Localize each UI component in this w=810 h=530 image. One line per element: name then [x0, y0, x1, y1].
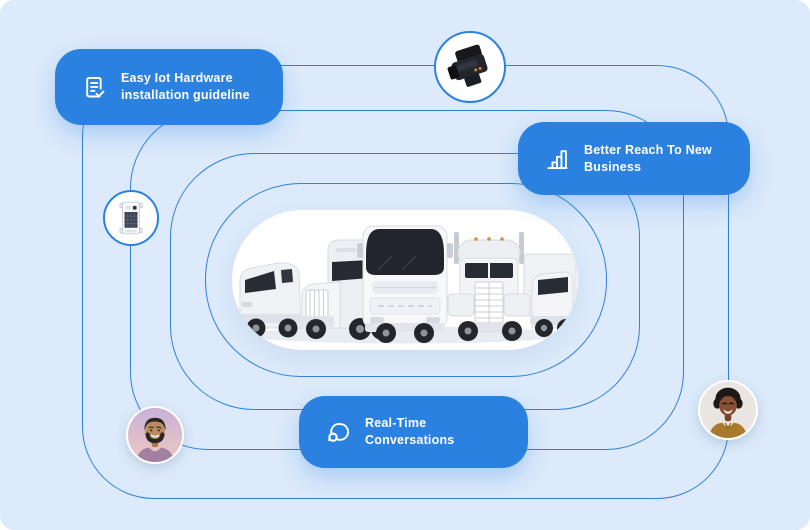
trucks-graphic: [238, 225, 577, 344]
dashcam-icon: [447, 44, 488, 87]
chat-bubbles-icon: [325, 419, 352, 446]
gps-tracker-device: [103, 190, 159, 246]
bar-chart-icon: [544, 145, 571, 172]
man-photo-graphic: [128, 408, 182, 462]
better-reach-badge: Better Reach To New Business: [518, 122, 750, 195]
smiling-woman-avatar: [698, 380, 758, 440]
box-truck-graphic: [523, 253, 577, 337]
van-graphic: [238, 262, 302, 338]
real-time-conversations-badge: Real-Time Conversations: [299, 396, 528, 468]
document-check-icon: [81, 74, 108, 101]
smiling-man-avatar: [126, 406, 184, 464]
woman-photo-graphic: [700, 382, 756, 438]
cabover-truck-graphic: [357, 225, 453, 343]
gps-tracker-icon: [119, 201, 143, 235]
badge-label: Easy Iot Hardware installation guideline: [121, 71, 250, 102]
badge-label: Real-Time Conversations: [365, 416, 455, 447]
hardware-guideline-badge: Easy Iot Hardware installation guideline: [55, 49, 283, 125]
badge-label: Better Reach To New Business: [584, 142, 712, 174]
orbit-ring-inner: [205, 183, 607, 377]
dashcam-device: [434, 31, 506, 103]
orbit-ring-outer: [82, 65, 729, 499]
semi-truck-right-graphic: [447, 232, 531, 341]
fleet-trucks-image: [232, 210, 578, 350]
